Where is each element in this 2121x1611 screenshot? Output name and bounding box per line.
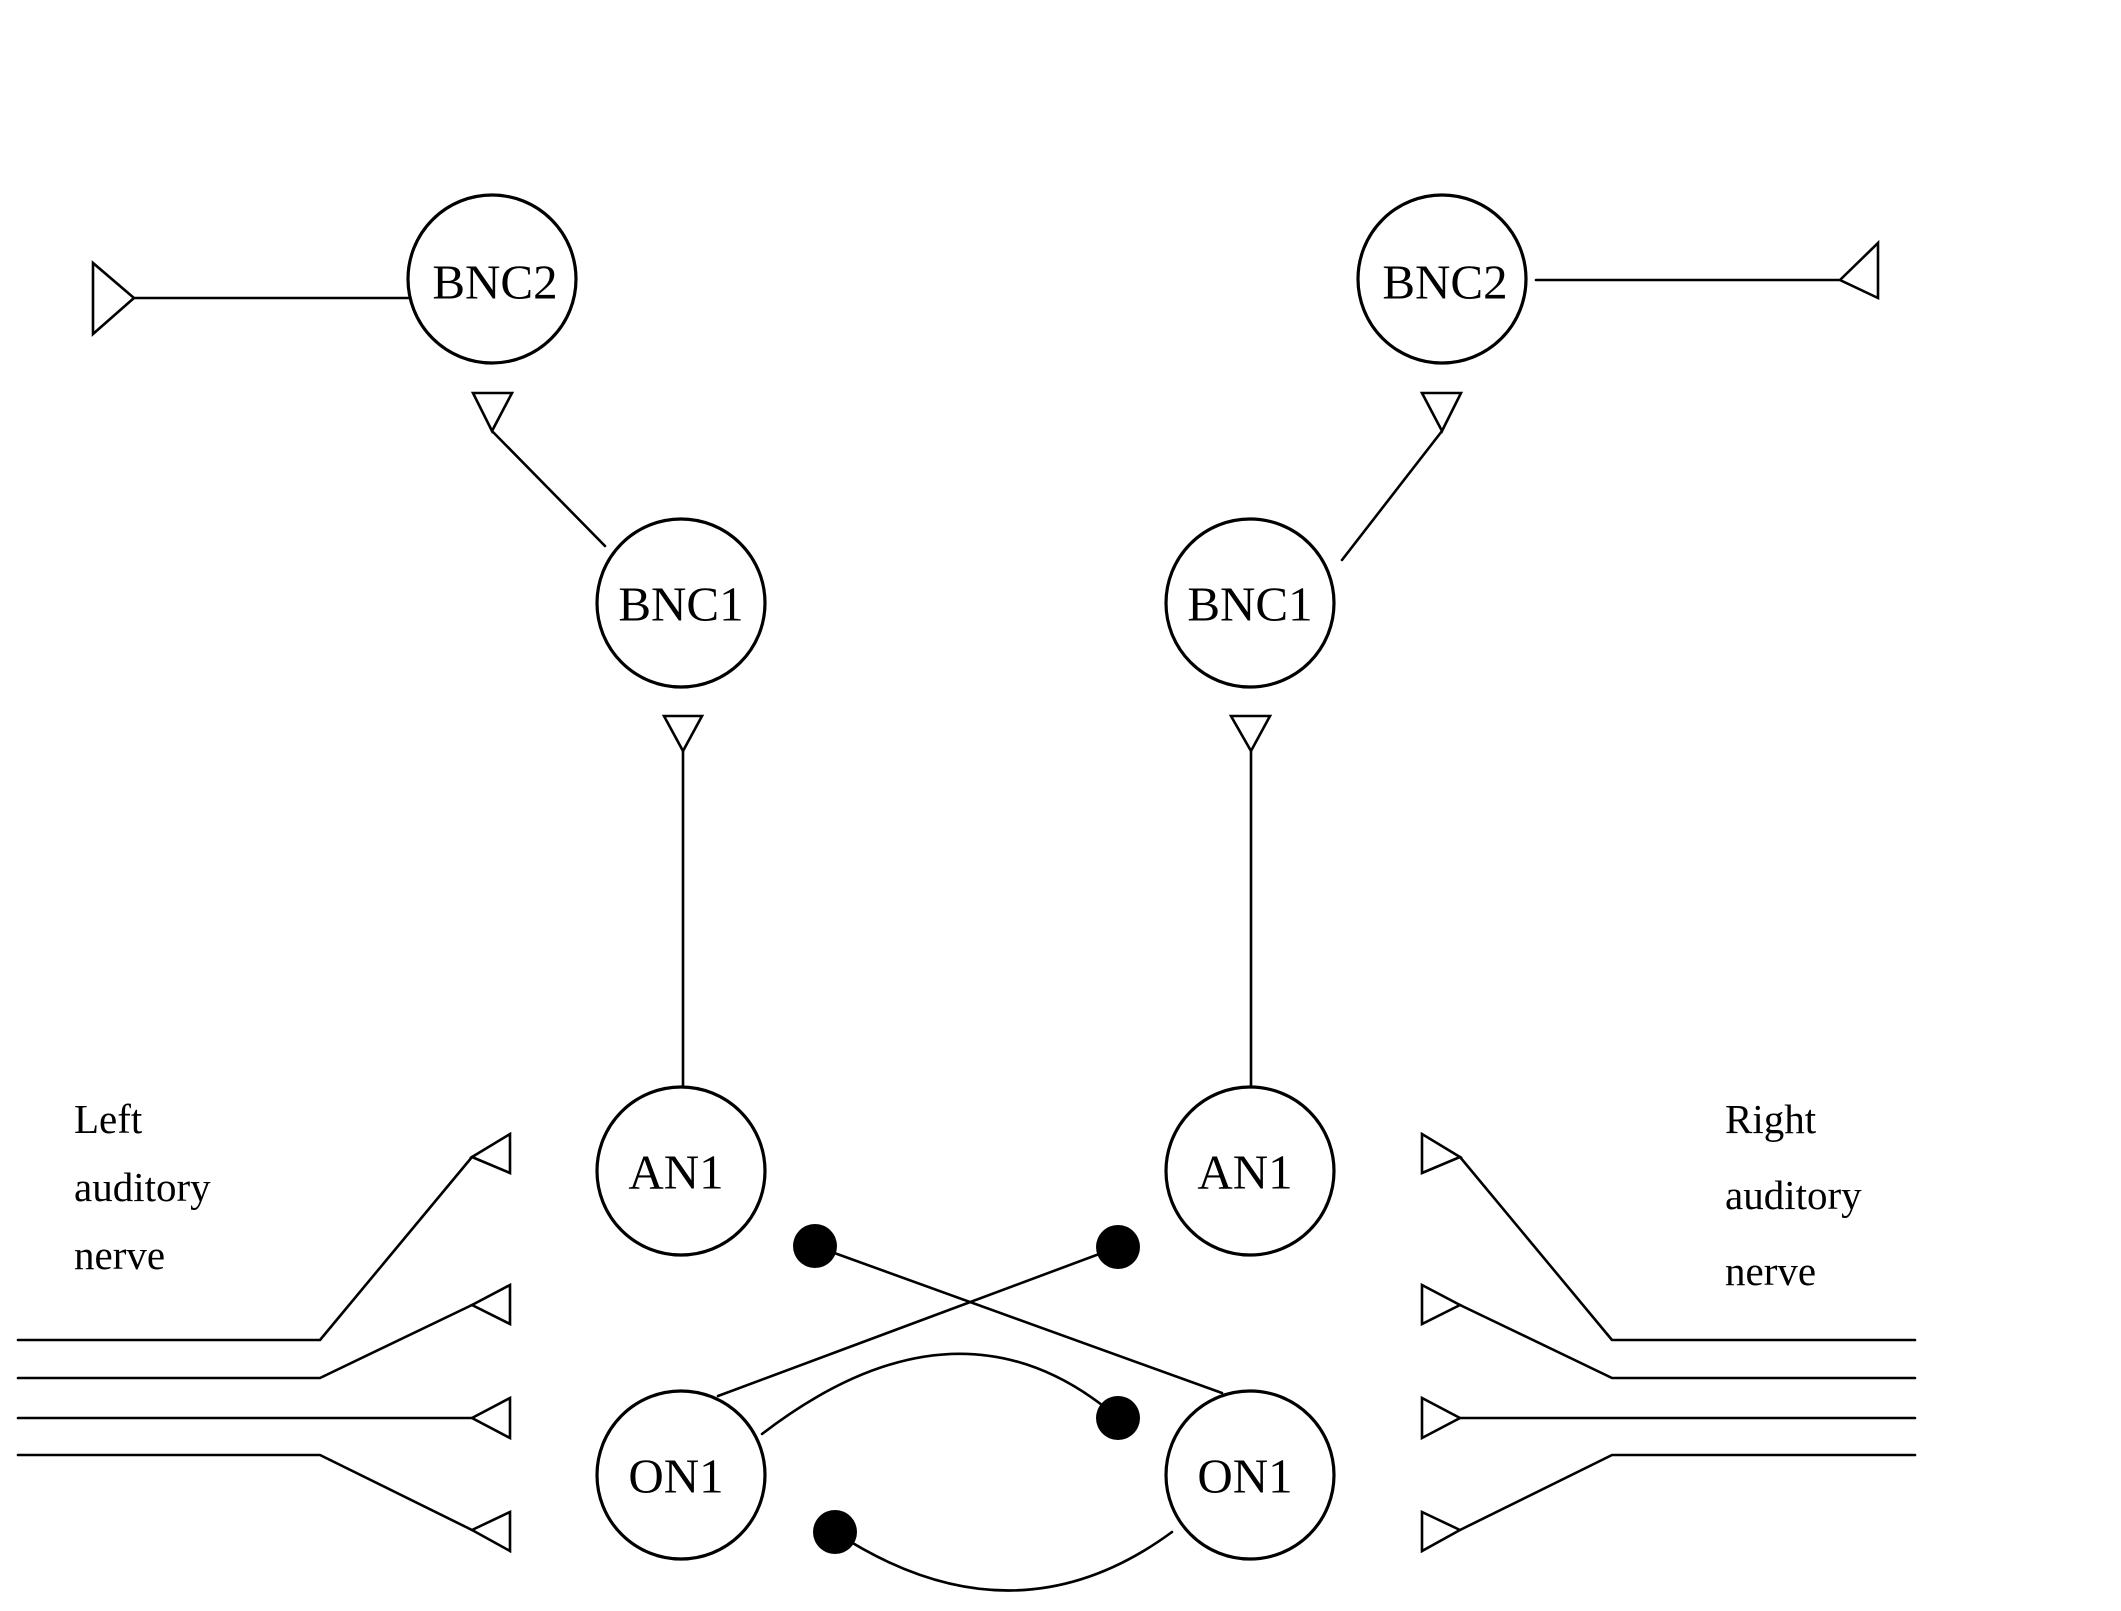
right-nerve-label-line-2: auditory: [1725, 1172, 1862, 1218]
left-on1-circle: [595, 1389, 767, 1561]
right-nerve-terminal-2: [1420, 1282, 1463, 1327]
right-bnc2-input-terminal: [1419, 391, 1464, 434]
left-nerve-fiber-4: [16, 1453, 474, 1532]
left-nerve-terminal-4: [469, 1509, 512, 1554]
right-on1-to-left-an1-line: [813, 1244, 1224, 1395]
right-on1-circle: [1164, 1389, 1336, 1561]
right-an1-label: AN1: [1197, 1145, 1292, 1200]
right-bnc1-circle: [1164, 517, 1336, 689]
left-bnc1-to-bnc2-line: [490, 429, 607, 548]
left-bnc2-input-terminal: [470, 391, 515, 434]
left-an1-label: AN1: [628, 1145, 723, 1200]
right-bnc2-label: BNC2: [1382, 255, 1507, 310]
left-on1-to-right-an1-line: [716, 1245, 1120, 1398]
right-nerve-terminal-4: [1420, 1509, 1463, 1554]
crossed-inhibitory-connections: [716, 1224, 1224, 1592]
left-bnc2-label: BNC2: [432, 255, 557, 310]
right-nerve-label-line-1: Right: [1725, 1096, 1817, 1142]
right-nerve-fiber-1: [1458, 1155, 1917, 1342]
left-on1-to-right-on1-arc: [760, 1352, 1120, 1436]
node-right-bnc1: BNC1: [1164, 517, 1336, 689]
right-on1-label: ON1: [1197, 1449, 1292, 1504]
right-bnc2-axon-terminal: [1837, 239, 1880, 301]
right-an1-inhibitory-synapse: [1096, 1225, 1140, 1269]
left-nerve-label-line-2: auditory: [74, 1164, 211, 1210]
left-nerve-terminal-1: [469, 1131, 512, 1175]
left-nerve-label: Left auditory nerve: [74, 1096, 211, 1278]
right-auditory-nerve-fibers: [1420, 1131, 1917, 1554]
right-nerve-fiber-2: [1458, 1303, 1917, 1380]
node-right-on1: ON1: [1164, 1389, 1336, 1561]
right-an1-circle: [1164, 1085, 1336, 1257]
left-on1-inhibitory-synapse: [813, 1510, 857, 1554]
node-right-an1: AN1: [1164, 1085, 1336, 1257]
node-left-bnc2: BNC2: [406, 193, 578, 365]
node-left-bnc1: BNC1: [595, 517, 767, 689]
left-an1-inhibitory-synapse: [793, 1224, 837, 1268]
right-nerve-label: Right auditory nerve: [1725, 1096, 1862, 1294]
bnc2-axons: [91, 239, 1880, 337]
left-on1-label: ON1: [628, 1449, 723, 1504]
left-bnc1-circle: [595, 517, 767, 689]
an1-to-bnc1-connections: [661, 714, 1273, 1092]
left-nerve-terminal-2: [469, 1282, 512, 1327]
node-left-on1: ON1: [595, 1389, 767, 1561]
left-bnc2-circle: [406, 193, 578, 365]
right-bnc2-circle: [1356, 193, 1528, 365]
left-nerve-fiber-2: [16, 1303, 474, 1380]
node-right-bnc2: BNC2: [1356, 193, 1528, 365]
right-nerve-fiber-4: [1458, 1453, 1917, 1532]
left-bnc1-input-terminal: [661, 714, 705, 754]
node-left-an1: AN1: [595, 1085, 767, 1257]
right-on1-to-left-on1-arc: [833, 1530, 1174, 1592]
left-nerve-terminal-3: [469, 1395, 512, 1441]
bnc1-to-bnc2-connections: [470, 391, 1464, 562]
left-nerve-label-line-1: Left: [74, 1096, 143, 1142]
left-bnc1-label: BNC1: [618, 577, 743, 632]
left-auditory-nerve-fibers: [16, 1131, 512, 1554]
left-nerve-label-line-3: nerve: [74, 1232, 165, 1278]
right-nerve-terminal-1: [1420, 1131, 1463, 1175]
left-bnc2-axon-terminal: [91, 260, 136, 337]
right-bnc1-input-terminal: [1228, 714, 1273, 754]
right-on1-inhibitory-synapse: [1096, 1396, 1140, 1440]
right-nerve-terminal-3: [1420, 1395, 1463, 1441]
right-bnc1-label: BNC1: [1187, 577, 1312, 632]
right-bnc1-to-bnc2-line: [1340, 429, 1444, 562]
left-nerve-fiber-1: [16, 1155, 474, 1342]
left-an1-circle: [595, 1085, 767, 1257]
right-nerve-label-line-3: nerve: [1725, 1248, 1816, 1294]
